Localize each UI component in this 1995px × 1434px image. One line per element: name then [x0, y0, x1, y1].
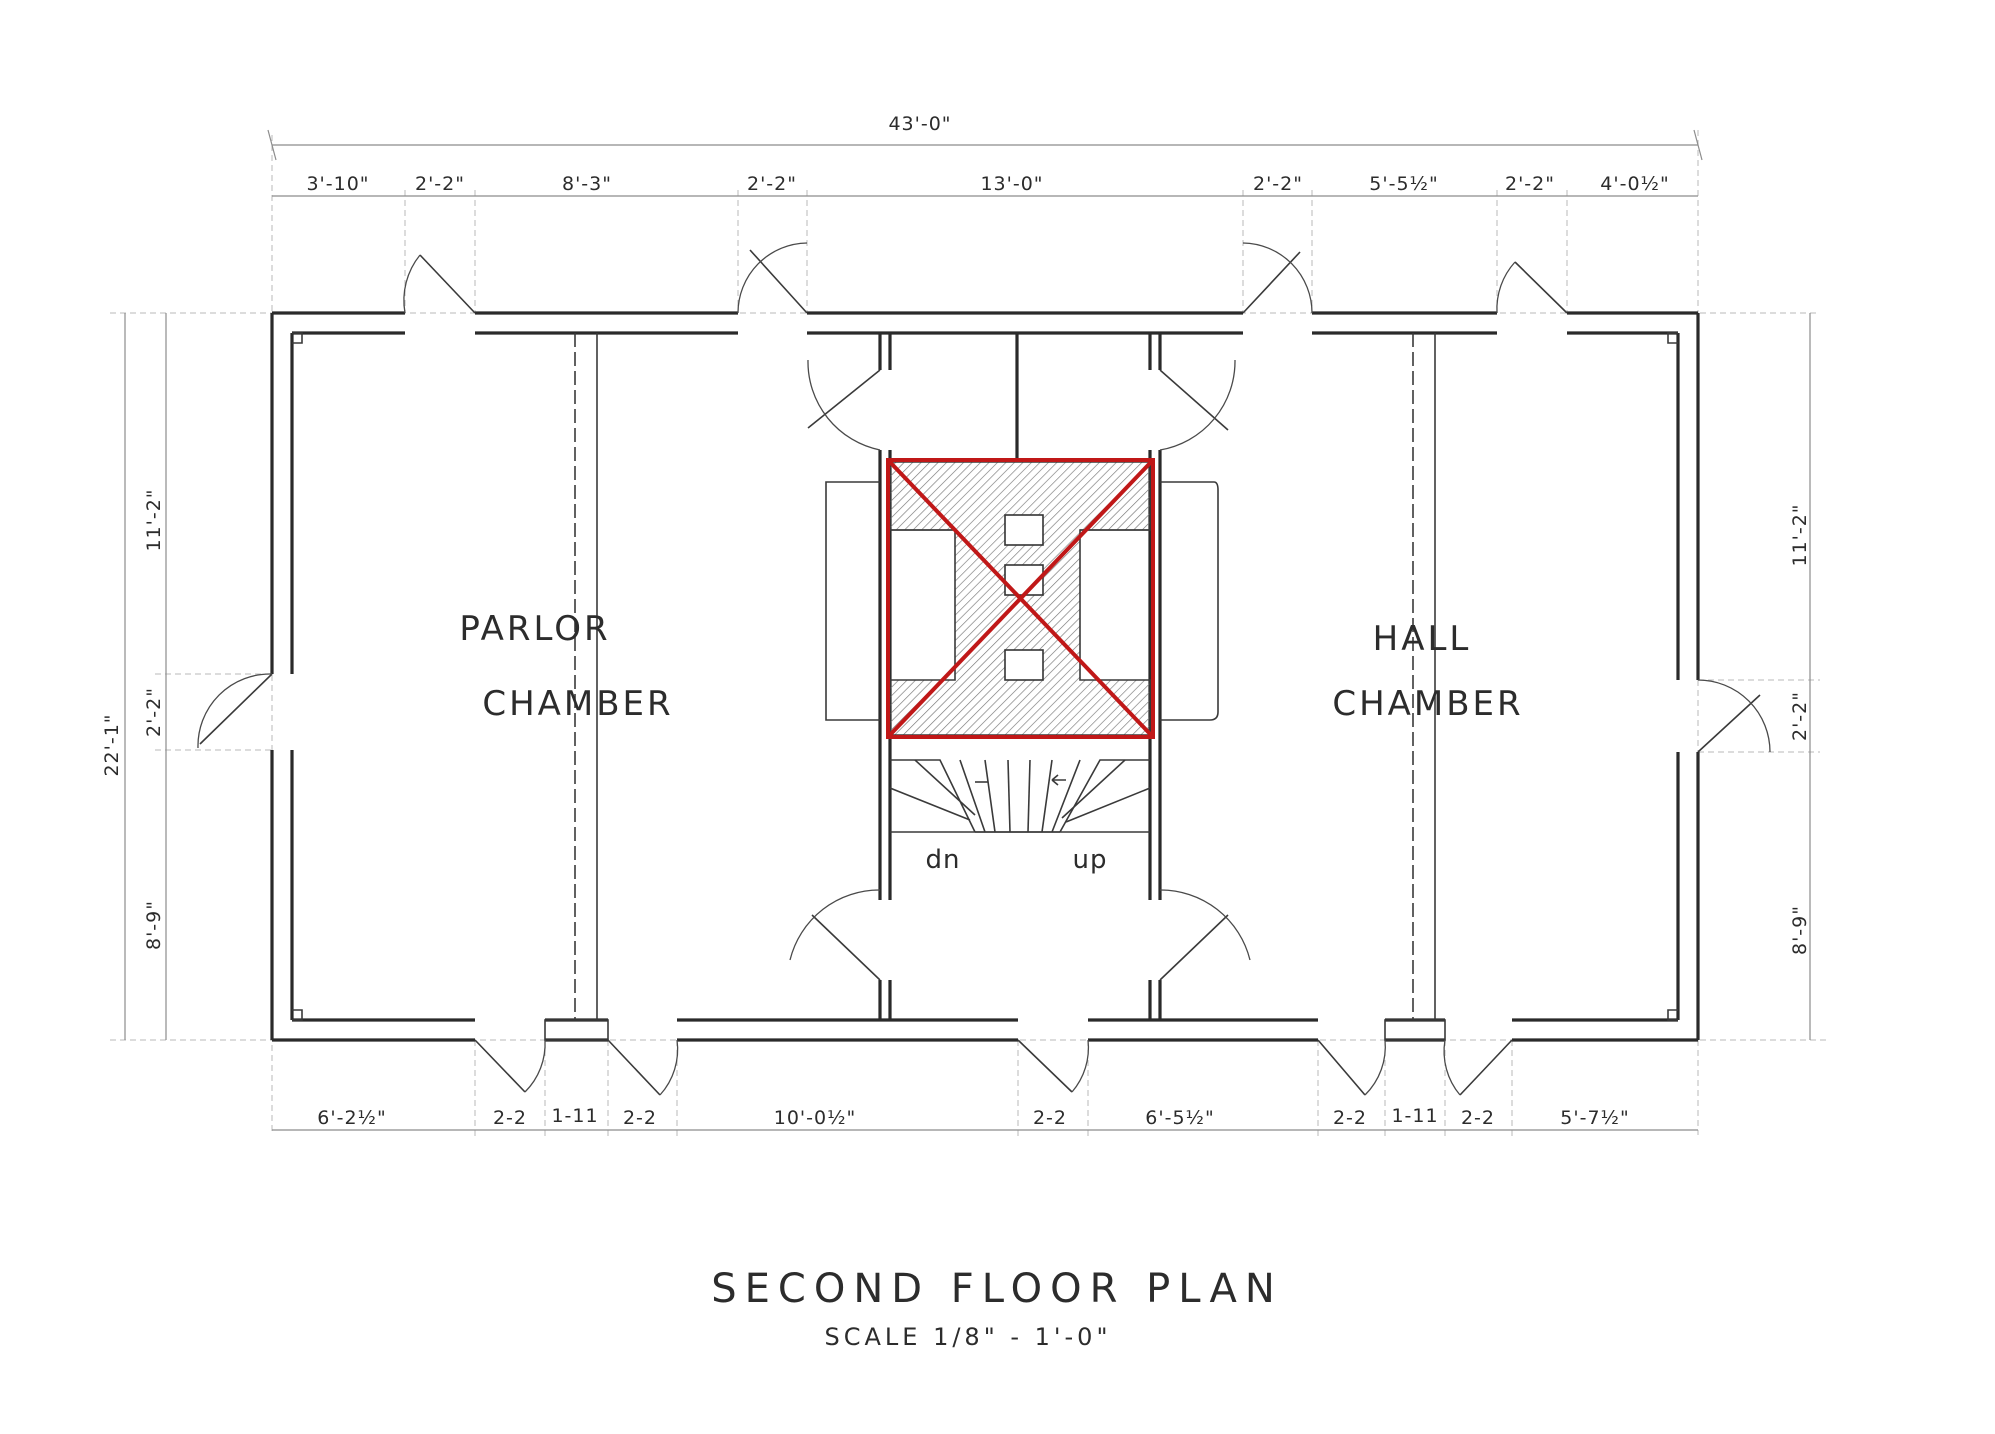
room-label-parlor: PARLOR	[459, 609, 610, 649]
door-swings	[197, 242, 1771, 1096]
dims-top: 3'-10" 2'-2" 8'-3" 2'-2" 13'-0" 2'-2" 5'…	[306, 173, 1669, 195]
room-label-hall-chamber: CHAMBER	[1332, 684, 1523, 724]
dim-left-2: 2'-2"	[143, 687, 165, 737]
dim-bottom-11: 5'-7½"	[1560, 1107, 1629, 1129]
drawing-scale: SCALE 1/8" - 1'-0"	[825, 1323, 1112, 1351]
dim-bottom-2: 2-2	[493, 1107, 527, 1129]
dim-bottom-1: 6'-2½"	[317, 1107, 386, 1129]
dim-top-8: 2'-2"	[1505, 173, 1555, 195]
dim-right-3: 8'-9"	[1789, 905, 1811, 955]
drawing-title: SECOND FLOOR PLAN	[711, 1266, 1282, 1312]
dim-bottom-8: 2-2	[1333, 1107, 1367, 1129]
dim-top-5: 13'-0"	[980, 173, 1043, 195]
dim-right-1: 11'-2"	[1789, 503, 1811, 566]
dim-bottom-10: 2-2	[1461, 1107, 1495, 1129]
dims-bottom: 6'-2½" 2-2 1-11 2-2 10'-0½" 2-2 6'-5½" 2…	[317, 1105, 1629, 1129]
room-label-parlor-chamber: CHAMBER	[482, 684, 673, 724]
dim-overall-width: 43'-0"	[888, 113, 951, 135]
dim-left-3: 8'-9"	[143, 900, 165, 950]
red-x-markup	[886, 458, 1155, 739]
dim-bottom-7: 6'-5½"	[1145, 1107, 1214, 1129]
dim-bottom-6: 2-2	[1033, 1107, 1067, 1129]
dim-left-overall: 22'-1"	[101, 713, 123, 776]
stair-label-down: dn	[926, 845, 961, 875]
room-label-hall: HALL	[1373, 619, 1472, 659]
dim-bottom-5: 10'-0½"	[774, 1107, 857, 1129]
dim-top-1: 3'-10"	[306, 173, 369, 195]
stair-label-up: up	[1073, 845, 1108, 875]
dim-top-6: 2'-2"	[1253, 173, 1303, 195]
dim-bottom-3: 1-11	[551, 1105, 598, 1127]
dims-right: 11'-2" 2'-2" 8'-9"	[1789, 503, 1811, 955]
dimension-lines	[124, 129, 1811, 1131]
dim-top-9: 4'-0½"	[1600, 173, 1669, 195]
dim-top-2: 2'-2"	[415, 173, 465, 195]
dim-top-4: 2'-2"	[747, 173, 797, 195]
dim-bottom-9: 1-11	[1391, 1105, 1438, 1127]
dim-top-3: 8'-3"	[562, 173, 612, 195]
dim-top-7: 5'-5½"	[1369, 173, 1438, 195]
dim-right-2: 2'-2"	[1789, 691, 1811, 741]
dim-left-1: 11'-2"	[143, 488, 165, 551]
stair	[889, 759, 1151, 833]
exterior-walls	[270, 311, 1700, 1042]
girders	[574, 333, 1436, 1020]
dims-left: 22'-1" 11'-2" 2'-2" 8'-9"	[101, 488, 165, 950]
dim-bottom-4: 2-2	[623, 1107, 657, 1129]
